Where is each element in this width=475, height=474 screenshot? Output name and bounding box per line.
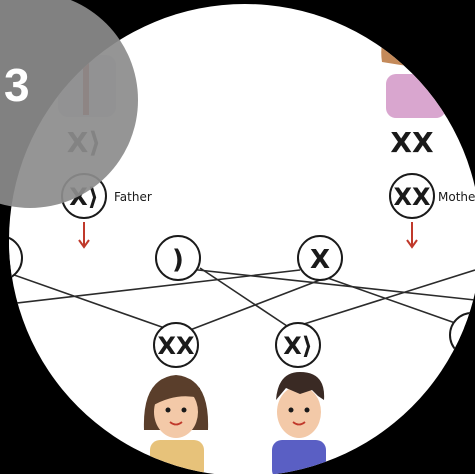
mother-xx-circle [389, 173, 435, 219]
boy-xy-circle [275, 322, 321, 368]
mother-xx-glyph: XX [393, 183, 431, 211]
boy-figure [272, 372, 326, 474]
father-arrow [78, 222, 90, 249]
left-gamete-circle [9, 235, 23, 281]
father-label: Father [114, 190, 152, 204]
mother-chromosome-pair: XX [390, 126, 434, 159]
inheritance-lines [9, 267, 475, 333]
girl-figure [143, 375, 209, 474]
x-gamete-circle [297, 235, 343, 281]
y-gamete-glyph: ) [172, 245, 184, 275]
y-gamete-circle [155, 235, 201, 281]
mother-label: Mother [438, 190, 475, 204]
girl-xx-circle [153, 322, 199, 368]
girl-xx-glyph: XX [157, 332, 195, 360]
x-gamete-glyph: X [310, 245, 330, 275]
step-badge [0, 0, 138, 208]
boy-xy-glyph: X⟩ [283, 332, 312, 360]
mother-arrow [406, 222, 418, 249]
